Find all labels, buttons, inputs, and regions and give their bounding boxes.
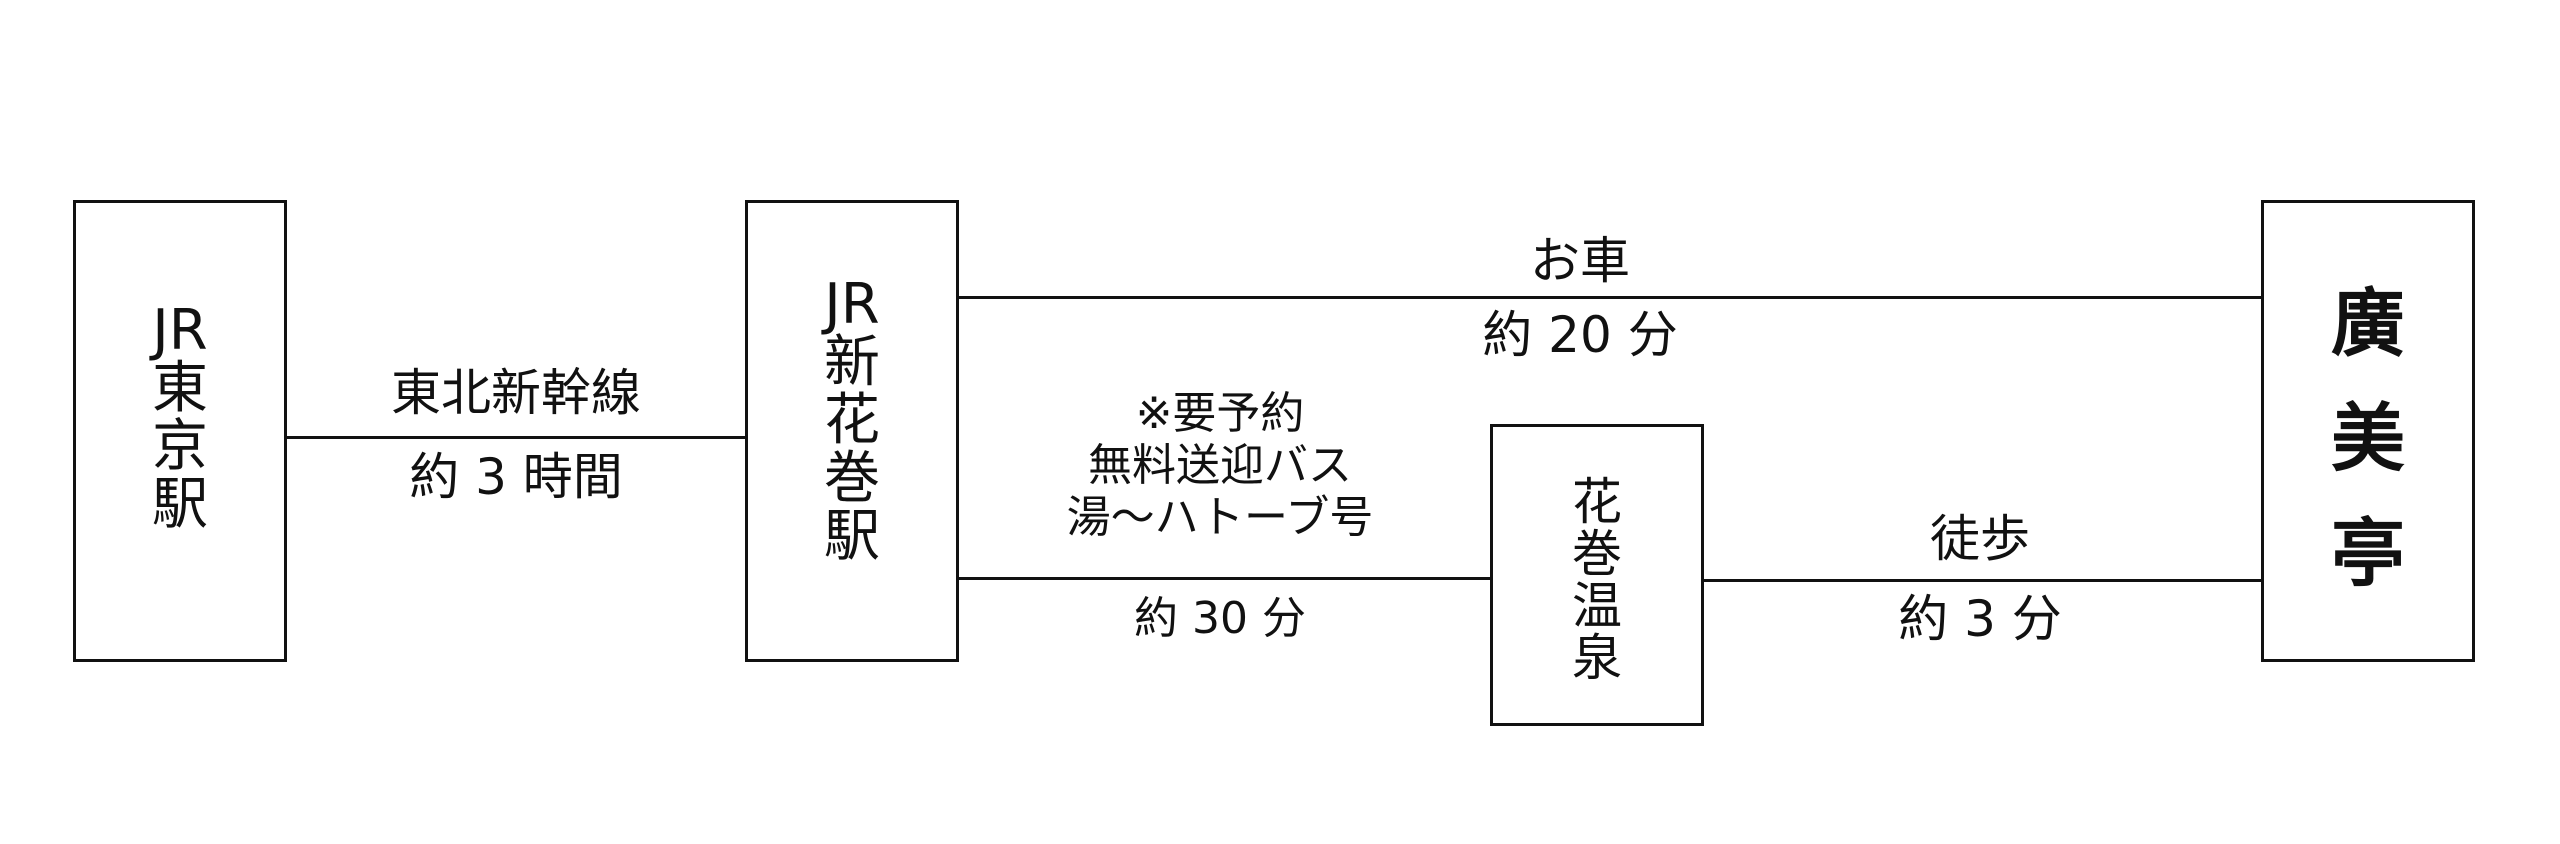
route-time-walk: 約 3 分 — [1898, 590, 2062, 648]
station-text: 巻 — [824, 446, 880, 511]
station-label-tokyo: JR 東 京 駅 — [76, 303, 284, 535]
station-text: 温 — [1572, 577, 1622, 635]
route-name-car: お車 — [1530, 232, 1630, 290]
route-bus-nickname: 湯～ハトーブ号 — [1066, 492, 1374, 543]
station-box-shinhanamaki: JR 新 花 巻 駅 — [745, 200, 959, 662]
destination-logo: 廣 美 亭 — [2264, 287, 2472, 632]
station-text: 泉 — [1572, 629, 1622, 687]
station-text: 駅 — [824, 504, 880, 569]
station-text: 東 — [152, 356, 208, 421]
route-line-car — [959, 296, 2261, 299]
station-label-shinhanamaki: JR 新 花 巻 駅 — [748, 277, 956, 567]
destination-box: 廣 美 亭 — [2261, 200, 2475, 662]
route-time-bus: 約 30 分 — [1134, 593, 1306, 644]
route-name-walk: 徒歩 — [1930, 510, 2030, 568]
route-line-bus — [959, 577, 1490, 580]
route-name-shinkansen: 東北新幹線 — [391, 364, 641, 422]
destination-text: 廣 — [2331, 281, 2405, 367]
station-text: 巻 — [1572, 525, 1622, 583]
station-text: 京 — [152, 414, 208, 479]
route-line-walk — [1704, 579, 2261, 582]
station-box-hanamaki-onsen: 花 巻 温 泉 — [1490, 424, 1704, 726]
station-text: JR — [824, 272, 880, 337]
station-text: 花 — [824, 388, 880, 453]
route-name-bus: 無料送迎バス — [1088, 440, 1352, 491]
station-label-hanamaki-onsen: 花 巻 温 泉 — [1493, 477, 1701, 685]
route-line-shinkansen — [287, 436, 745, 439]
station-box-tokyo: JR 東 京 駅 — [73, 200, 287, 662]
route-time-shinkansen: 約 3 時間 — [409, 448, 623, 506]
route-note-reservation: ※要予約 — [1135, 388, 1305, 439]
station-text: 駅 — [152, 472, 208, 537]
station-text: JR — [152, 298, 208, 363]
destination-text: 亭 — [2331, 511, 2405, 597]
destination-text: 美 — [2331, 396, 2405, 482]
station-text: 花 — [1572, 473, 1622, 531]
station-text: 新 — [824, 330, 880, 395]
route-time-car: 約 20 分 — [1482, 306, 1678, 364]
